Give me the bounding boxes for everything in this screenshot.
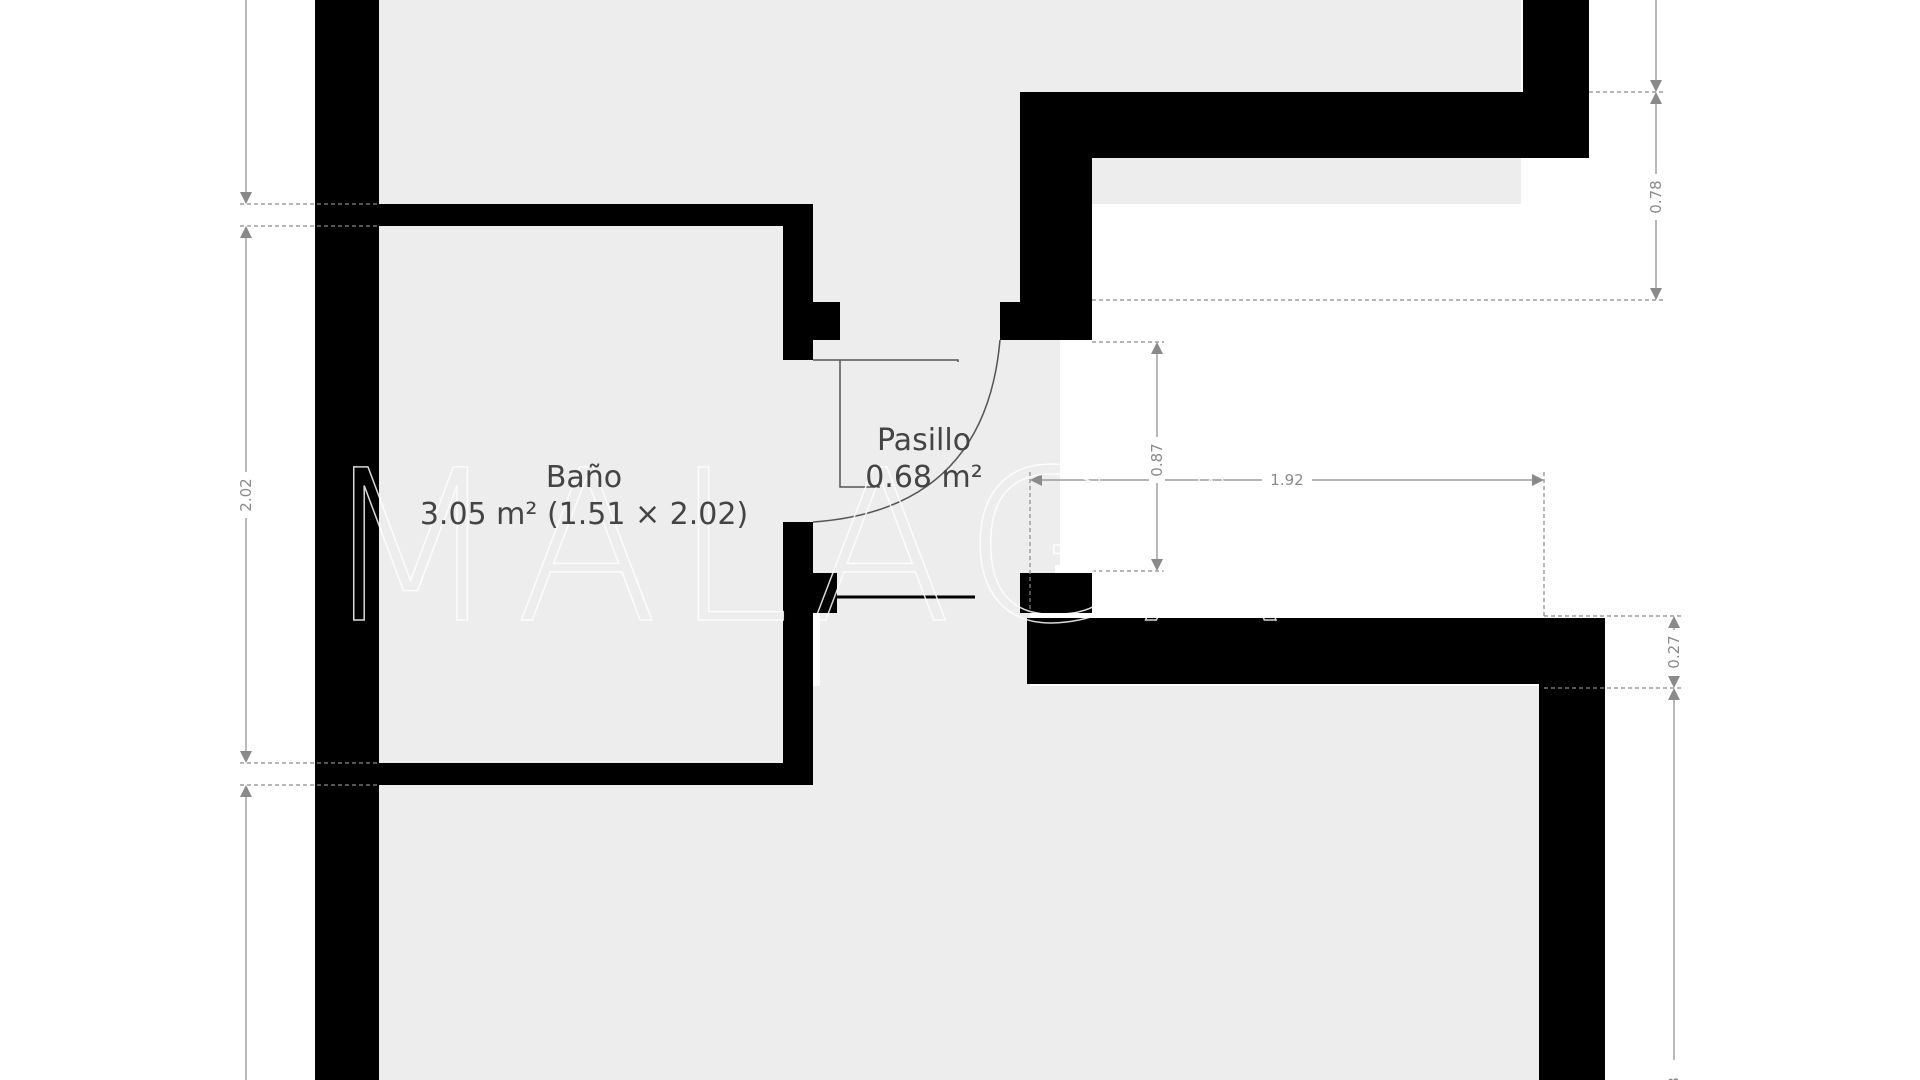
arrow — [1532, 474, 1544, 486]
dim-label-right-bottom: 3 — [1665, 1077, 1683, 1080]
wall-bano-jamb-upper — [812, 302, 840, 340]
door-bano-leaf — [813, 359, 959, 362]
arrow — [240, 226, 252, 238]
dim-label-right-lower: 0.27 — [1665, 635, 1683, 668]
dim-label-bg — [238, 472, 254, 518]
dim-label-bg — [1666, 1060, 1682, 1080]
arrow — [1650, 92, 1662, 104]
room-label-pasillo-name: Pasillo — [877, 423, 971, 458]
dim-label-opening-width: 1.92 — [1270, 471, 1303, 489]
room-label-bano-area: 3.05 m² (1.51 × 2.02) — [420, 497, 748, 532]
wall-bano-jamb-lower — [812, 573, 837, 613]
dim-label-bg — [1648, 174, 1664, 220]
room-label-bano-name: Baño — [546, 460, 622, 495]
floor-opening — [1024, 340, 1060, 565]
wall-top-right-vertical — [1523, 0, 1589, 92]
dim-label-bg — [1149, 437, 1165, 483]
watermark: MALAGA — [320, 425, 1297, 670]
arrow — [1650, 80, 1662, 92]
floor-lower-room-connect — [820, 600, 1030, 690]
arrow — [1668, 676, 1680, 688]
door-swing-arc — [812, 339, 1001, 523]
wall-bano-right-lower — [783, 522, 813, 785]
dimension-arrows — [240, 80, 1680, 797]
dim-label-bg — [1262, 472, 1312, 488]
dim-label-left-bano: 2.02 — [237, 478, 255, 511]
wall-upper-right-jamb — [1000, 302, 1092, 340]
dim-label-opening-height: 0.87 — [1148, 443, 1166, 476]
doors — [812, 339, 1001, 599]
floor-pasillo — [783, 160, 1055, 610]
walls — [315, 0, 1605, 1080]
dim-label-bg — [1666, 630, 1682, 676]
dimension-lines — [240, 0, 1682, 1080]
wall-bano-top — [378, 204, 813, 226]
arrow — [1668, 688, 1680, 700]
arrow — [1650, 288, 1662, 300]
wall-bano-bottom — [378, 763, 812, 785]
arrow — [1030, 474, 1042, 486]
door-pasillo-frame — [839, 360, 880, 488]
arrow — [1151, 342, 1163, 354]
wall-upper-right-stub — [1020, 92, 1092, 340]
wall-left-main — [315, 0, 379, 1080]
wall-bano-right-upper — [783, 204, 813, 360]
wall-lower-right-horizontal — [1027, 618, 1605, 684]
arrow — [1151, 559, 1163, 571]
wall-lower-right-vertical — [1539, 618, 1605, 1080]
arrow — [1668, 616, 1680, 628]
room-label-pasillo-area: 0.68 m² — [865, 460, 983, 495]
arrow — [240, 751, 252, 763]
arrow — [240, 192, 252, 204]
dimension-label-backgrounds — [238, 174, 1682, 1080]
wall-lower-right-jamb — [1020, 573, 1092, 613]
floor-lower-room — [378, 686, 1544, 1080]
floor-bano — [378, 226, 783, 763]
arrow — [240, 785, 252, 797]
wall-upper-right-horizontal — [1020, 92, 1589, 158]
dim-label-right-upper: 0.78 — [1647, 180, 1665, 213]
